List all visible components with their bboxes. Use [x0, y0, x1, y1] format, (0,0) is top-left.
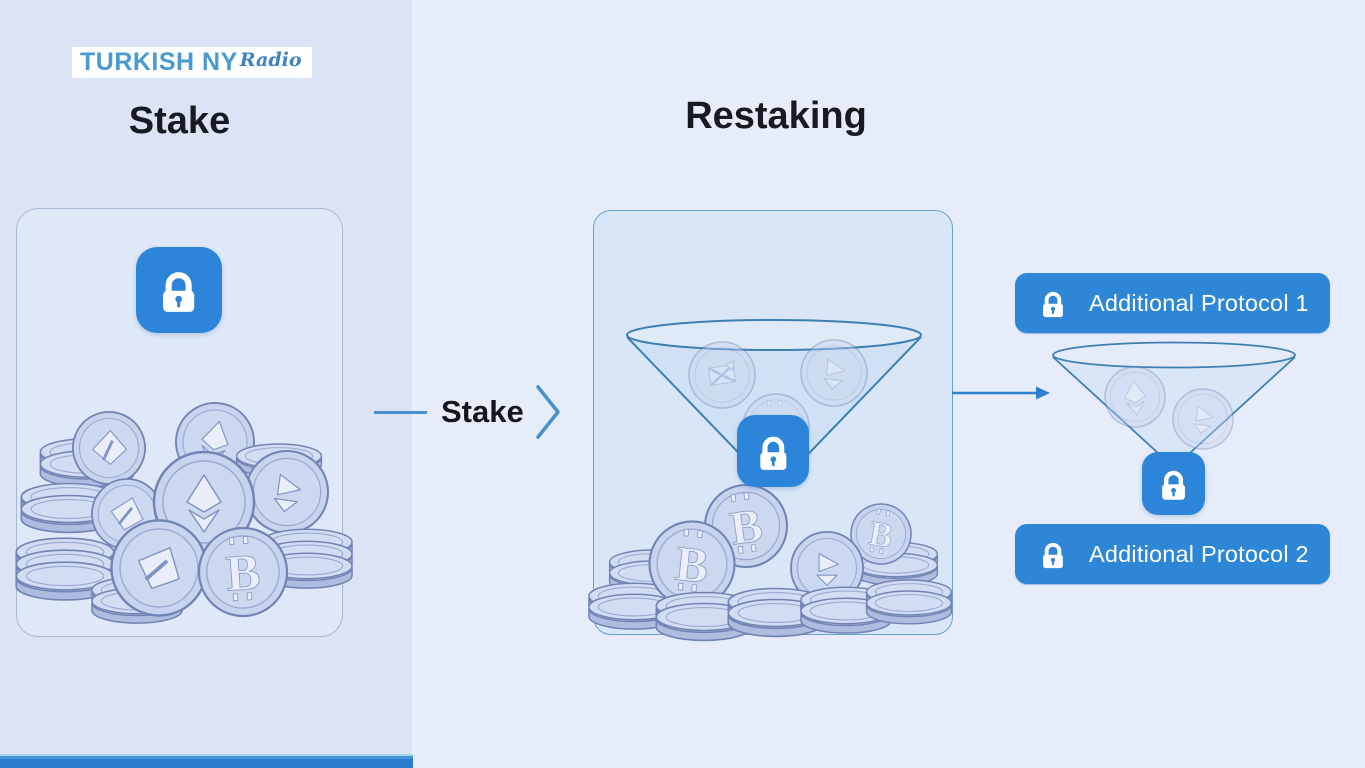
button-label: Additional Protocol 2 [1089, 540, 1309, 567]
lock-icon [1142, 452, 1205, 515]
funnel-illustration-right [1052, 341, 1296, 454]
button-label: Additional Protocol 1 [1089, 289, 1309, 316]
lock-icon [1043, 542, 1063, 569]
coin-pile-illustration-left [15, 394, 353, 624]
bottom-accent-bar [0, 754, 413, 768]
additional-protocol-2-button[interactable]: Additional Protocol 2 [1015, 524, 1330, 584]
lock-icon [737, 415, 809, 487]
chevron-right-icon [535, 385, 560, 439]
additional-protocol-1-button[interactable]: Additional Protocol 1 [1015, 273, 1330, 333]
brand-logo: TURKISH NY Radio [72, 47, 312, 78]
stake-heading: Stake [128, 100, 231, 142]
lock-icon [1043, 291, 1063, 318]
lock-icon [136, 247, 222, 333]
logo-script-text: Radio [239, 49, 302, 71]
coin-pile-illustration-mid [588, 478, 953, 642]
connector-label: Stake [441, 394, 524, 429]
funnel-illustration [626, 319, 922, 474]
restaking-heading: Restaking [685, 95, 867, 137]
arrow-right-icon [952, 386, 1050, 400]
connector-line [374, 410, 427, 414]
logo-brand-text: TURKISH NY [80, 48, 238, 76]
stake-flow-connector: Stake [374, 383, 561, 441]
